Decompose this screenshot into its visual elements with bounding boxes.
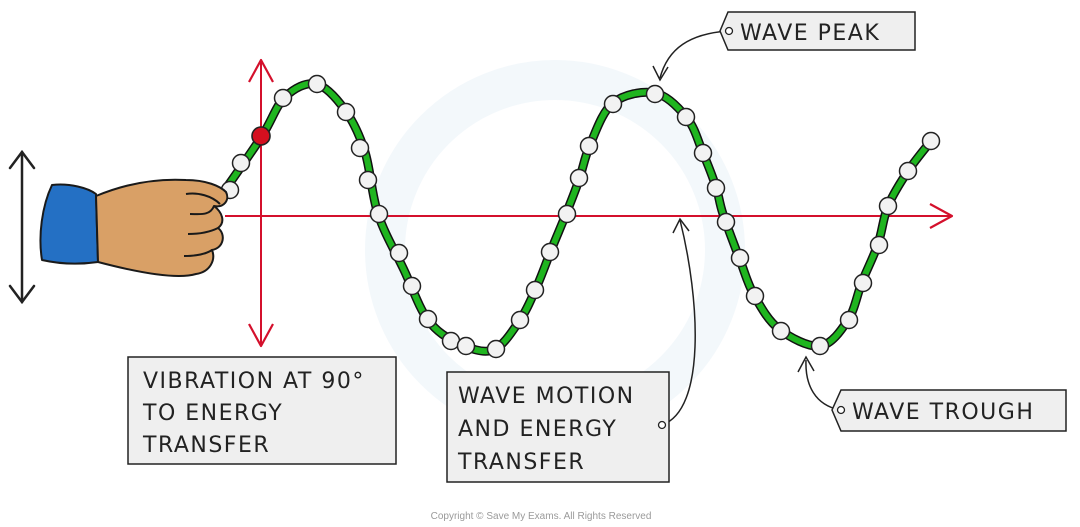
svg-text:AND ENERGY: AND ENERGY	[458, 417, 617, 442]
axes	[225, 58, 954, 348]
wave-motion-leader	[661, 219, 696, 426]
wave-curve	[222, 80, 934, 355]
wave-bead	[839, 310, 859, 330]
svg-text:TRANSFER: TRANSFER	[142, 433, 270, 458]
wave-bead	[456, 336, 476, 356]
wave-bead	[525, 280, 545, 300]
wave-bead	[579, 136, 599, 156]
finger-crease-1	[189, 205, 215, 216]
wave-bead	[369, 204, 389, 224]
wave-bead	[307, 74, 327, 94]
label-vibration-line-1: VIBRATION AT 90°	[143, 369, 365, 394]
label-wave-motion: WAVE MOTION AND ENERGY TRANSFER	[446, 217, 696, 483]
double-headed-vertical-arrow-icon	[8, 149, 36, 305]
wave-bead	[878, 196, 898, 216]
wave-bead	[898, 161, 918, 181]
wave-bead	[540, 242, 560, 262]
label-wave-peak: WAVE PEAK	[652, 11, 916, 82]
wave-bead	[869, 235, 889, 255]
wave-peak-leader	[659, 30, 728, 79]
finger-crease-3	[183, 249, 213, 257]
wave-bead	[771, 321, 791, 341]
wave-bead	[350, 138, 370, 158]
wave-bead	[603, 94, 623, 114]
copyright-notice: Copyright © Save My Exams. All Rights Re…	[431, 511, 652, 522]
wave-bead	[402, 276, 422, 296]
label-vibration-line-2: TO ENERGY	[142, 401, 283, 426]
wave-bead	[418, 309, 438, 329]
wave-bead	[273, 88, 293, 108]
wave-bead	[231, 153, 251, 173]
svg-text:WAVE MOTION: WAVE MOTION	[458, 384, 635, 409]
wave-bead	[569, 168, 589, 188]
label-wave-peak-text: WAVE PEAK	[740, 21, 880, 46]
finger-crease-2	[187, 227, 219, 235]
label-wave-motion-line-1: WAVE MOTION	[458, 384, 635, 409]
wave-bead	[853, 273, 873, 293]
vertical-axis-bottom-arrowhead	[248, 323, 274, 348]
svg-text:VIBRATION AT 90°: VIBRATION AT 90°	[143, 369, 365, 394]
hand-holding-rope-icon	[39, 178, 229, 278]
wave-bead	[486, 339, 506, 359]
label-vibration-line-3: TRANSFER	[142, 433, 270, 458]
label-vibration: VIBRATION AT 90° TO ENERGY TRANSFER	[127, 356, 397, 465]
svg-text:TRANSFER: TRANSFER	[457, 450, 585, 475]
wave-bead	[389, 243, 409, 263]
wave-outline	[220, 79, 936, 356]
wave-bead	[510, 310, 530, 330]
wave-bead	[706, 178, 726, 198]
hand-palm	[95, 178, 229, 278]
wave-bead	[557, 204, 577, 224]
wave-bead	[358, 170, 378, 190]
horizontal-axis-arrowhead	[929, 203, 954, 229]
wave-bead	[810, 336, 830, 356]
label-wave-motion-line-2: AND ENERGY	[458, 417, 617, 442]
wave-bead	[730, 248, 750, 268]
label-wave-trough: WAVE TROUGH	[797, 355, 1067, 432]
thumb	[185, 192, 221, 205]
vertical-axis-top-arrowhead	[248, 58, 274, 83]
wave-bead	[716, 212, 736, 232]
wave-bead	[645, 84, 665, 104]
label-wave-trough-text: WAVE TROUGH	[852, 400, 1034, 425]
wave-bead	[745, 286, 765, 306]
wave-bead	[676, 107, 696, 127]
wave-bead	[921, 131, 941, 151]
highlighted-particle	[251, 126, 271, 146]
svg-text:TO ENERGY: TO ENERGY	[142, 401, 283, 426]
label-wave-motion-line-3: TRANSFER	[457, 450, 585, 475]
wave-bead	[336, 102, 356, 122]
sleeve-cuff	[39, 183, 99, 265]
wave-beads	[220, 74, 941, 359]
wave-bead	[693, 143, 713, 163]
